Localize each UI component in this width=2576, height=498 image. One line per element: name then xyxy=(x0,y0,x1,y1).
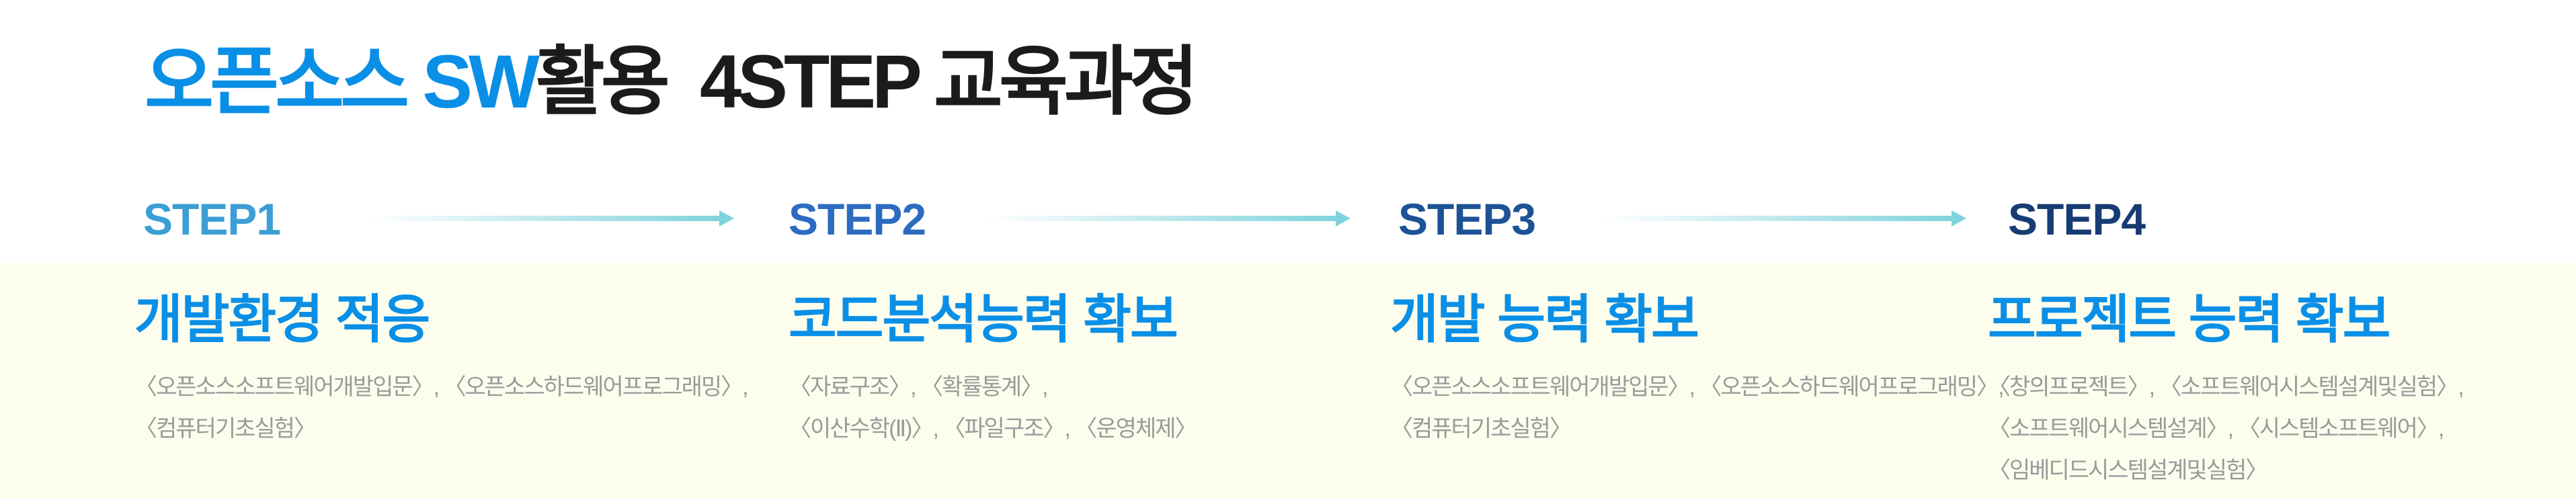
step-2-courses: 〈자료구조〉, 〈확률통계〉, 〈이산수학(Ⅱ)〉, 〈파일구조〉, 〈운영체제… xyxy=(789,366,1198,450)
step-3-card: 개발 능력 확보 〈오픈소스소프트웨어개발입문〉, 〈오픈소스하드웨어프로그래밍… xyxy=(1390,286,2005,450)
step-1-courses: 〈오픈소스소프트웨어개발입문〉, 〈오픈소스하드웨어프로그래밍〉, 〈컴퓨터기초… xyxy=(134,366,749,450)
course-line: 〈이산수학(Ⅱ)〉, 〈파일구조〉, 〈운영체제〉 xyxy=(789,416,1198,442)
page-title: 오픈소스 SW활용 4STEP 교육과정 xyxy=(145,35,1199,129)
course-line: 〈소프트웨어시스템설계〉, 〈시스템소프트웨어〉, xyxy=(1988,416,2444,442)
course-line: 〈오픈소스소프트웨어개발입문〉, 〈오픈소스하드웨어프로그래밍〉, xyxy=(1390,374,2005,400)
step-4-card: 프로젝트 능력 확보 〈창의프로젝트〉, 〈소프트웨어시스템설계및실험〉, 〈소… xyxy=(1988,286,2464,491)
course-line: 〈오픈소스소프트웨어개발입문〉, 〈오픈소스하드웨어프로그래밍〉, xyxy=(134,374,749,400)
step-2-card: 코드분석능력 확보 〈자료구조〉, 〈확률통계〉, 〈이산수학(Ⅱ)〉, 〈파일… xyxy=(789,286,1198,450)
step-4-courses: 〈창의프로젝트〉, 〈소프트웨어시스템설계및실험〉, 〈소프트웨어시스템설계〉,… xyxy=(1988,366,2464,491)
course-line: 〈컴퓨터기초실험〉 xyxy=(1390,416,1572,442)
step-1-heading: 개발환경 적응 xyxy=(134,290,430,349)
arrow-right-icon xyxy=(1602,210,1966,226)
step-1-label: STEP1 xyxy=(143,194,281,244)
step-2-label: STEP2 xyxy=(789,194,926,244)
course-line: 〈자료구조〉, 〈확률통계〉, xyxy=(789,374,1049,400)
title-rest: 활용 4STEP 교육과정 xyxy=(535,40,1199,124)
step-1-card: 개발환경 적응 〈오픈소스소프트웨어개발입문〉, 〈오픈소스하드웨어프로그래밍〉… xyxy=(134,286,749,450)
step-2-heading: 코드분석능력 확보 xyxy=(789,290,1178,349)
course-line: 〈임베디드시스템설계및실험〉 xyxy=(1988,458,2268,483)
title-highlight: 오픈소스 SW xyxy=(145,40,540,124)
step-4-label: STEP4 xyxy=(2008,194,2146,244)
step-3-courses: 〈오픈소스소프트웨어개발입문〉, 〈오픈소스하드웨어프로그래밍〉, 〈컴퓨터기초… xyxy=(1390,366,2005,450)
step-3-label: STEP3 xyxy=(1398,194,1536,244)
course-line: 〈컴퓨터기초실험〉 xyxy=(134,416,317,442)
course-line: 〈창의프로젝트〉, 〈소프트웨어시스템설계및실험〉, xyxy=(1988,374,2464,400)
content-band xyxy=(0,263,2576,498)
step-3-heading: 개발 능력 확보 xyxy=(1390,290,1699,349)
arrow-right-icon xyxy=(985,210,1351,226)
arrow-right-icon xyxy=(370,210,734,226)
step-4-heading: 프로젝트 능력 확보 xyxy=(1988,290,2390,349)
